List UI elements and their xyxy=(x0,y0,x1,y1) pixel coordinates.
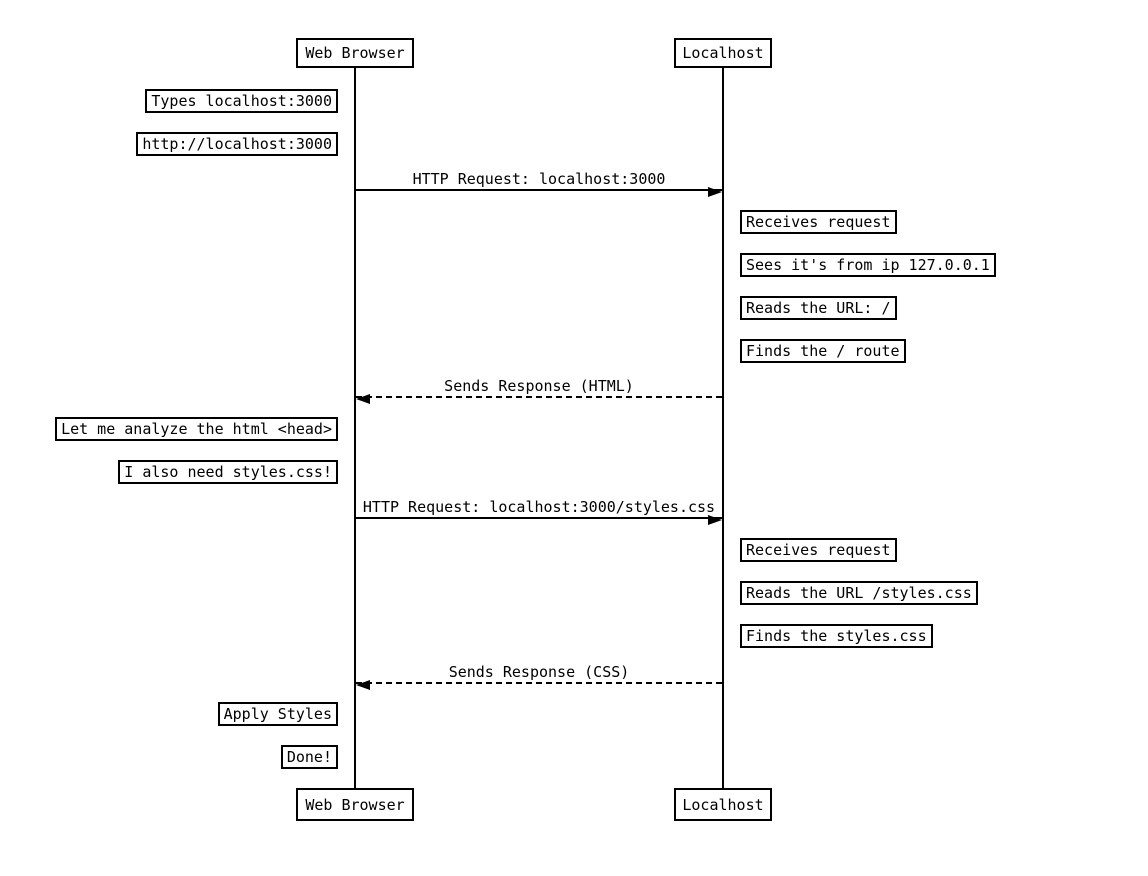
lifeline-web-browser xyxy=(354,68,356,788)
note-receives-request-2: Receives request xyxy=(740,538,897,562)
note-http-localhost-3000: http://localhost:3000 xyxy=(136,132,338,156)
actor-web-browser-top: Web Browser xyxy=(296,38,414,68)
actor-localhost-bottom: Localhost xyxy=(674,788,772,821)
note-sees-ip: Sees it's from ip 127.0.0.1 xyxy=(740,253,996,277)
message-line-sends-response-css xyxy=(356,680,722,690)
arrowhead-left-icon xyxy=(356,394,370,404)
arrowhead-left-icon xyxy=(356,680,370,690)
note-finds-root-route: Finds the / route xyxy=(740,339,906,363)
lifeline-localhost xyxy=(722,68,724,788)
arrowhead-right-icon xyxy=(708,187,722,197)
note-receives-request-1: Receives request xyxy=(740,210,897,234)
note-types-localhost-3000: Types localhost:3000 xyxy=(145,89,338,113)
message-line-sends-response-html xyxy=(356,394,722,404)
note-reads-url-root: Reads the URL: / xyxy=(740,296,897,320)
message-label-sends-response-html: Sends Response (HTML) xyxy=(444,377,634,395)
note-reads-url-styles: Reads the URL /styles.css xyxy=(740,581,978,605)
note-apply-styles: Apply Styles xyxy=(217,702,338,726)
note-need-styles-css: I also need styles.css! xyxy=(118,460,338,484)
message-label-sends-response-css: Sends Response (CSS) xyxy=(448,663,630,681)
message-label-http-request-styles: HTTP Request: localhost:3000/styles.css xyxy=(362,498,716,516)
actor-localhost-top: Localhost xyxy=(674,38,772,68)
arrowhead-right-icon xyxy=(708,515,722,525)
message-line-http-request xyxy=(356,187,722,197)
message-line-http-request-styles xyxy=(356,515,722,525)
note-done: Done! xyxy=(280,745,338,769)
note-analyze-html-head: Let me analyze the html <head> xyxy=(55,417,338,441)
note-finds-styles-css: Finds the styles.css xyxy=(740,624,933,648)
actor-web-browser-bottom: Web Browser xyxy=(296,788,414,821)
message-label-http-request: HTTP Request: localhost:3000 xyxy=(412,170,666,188)
